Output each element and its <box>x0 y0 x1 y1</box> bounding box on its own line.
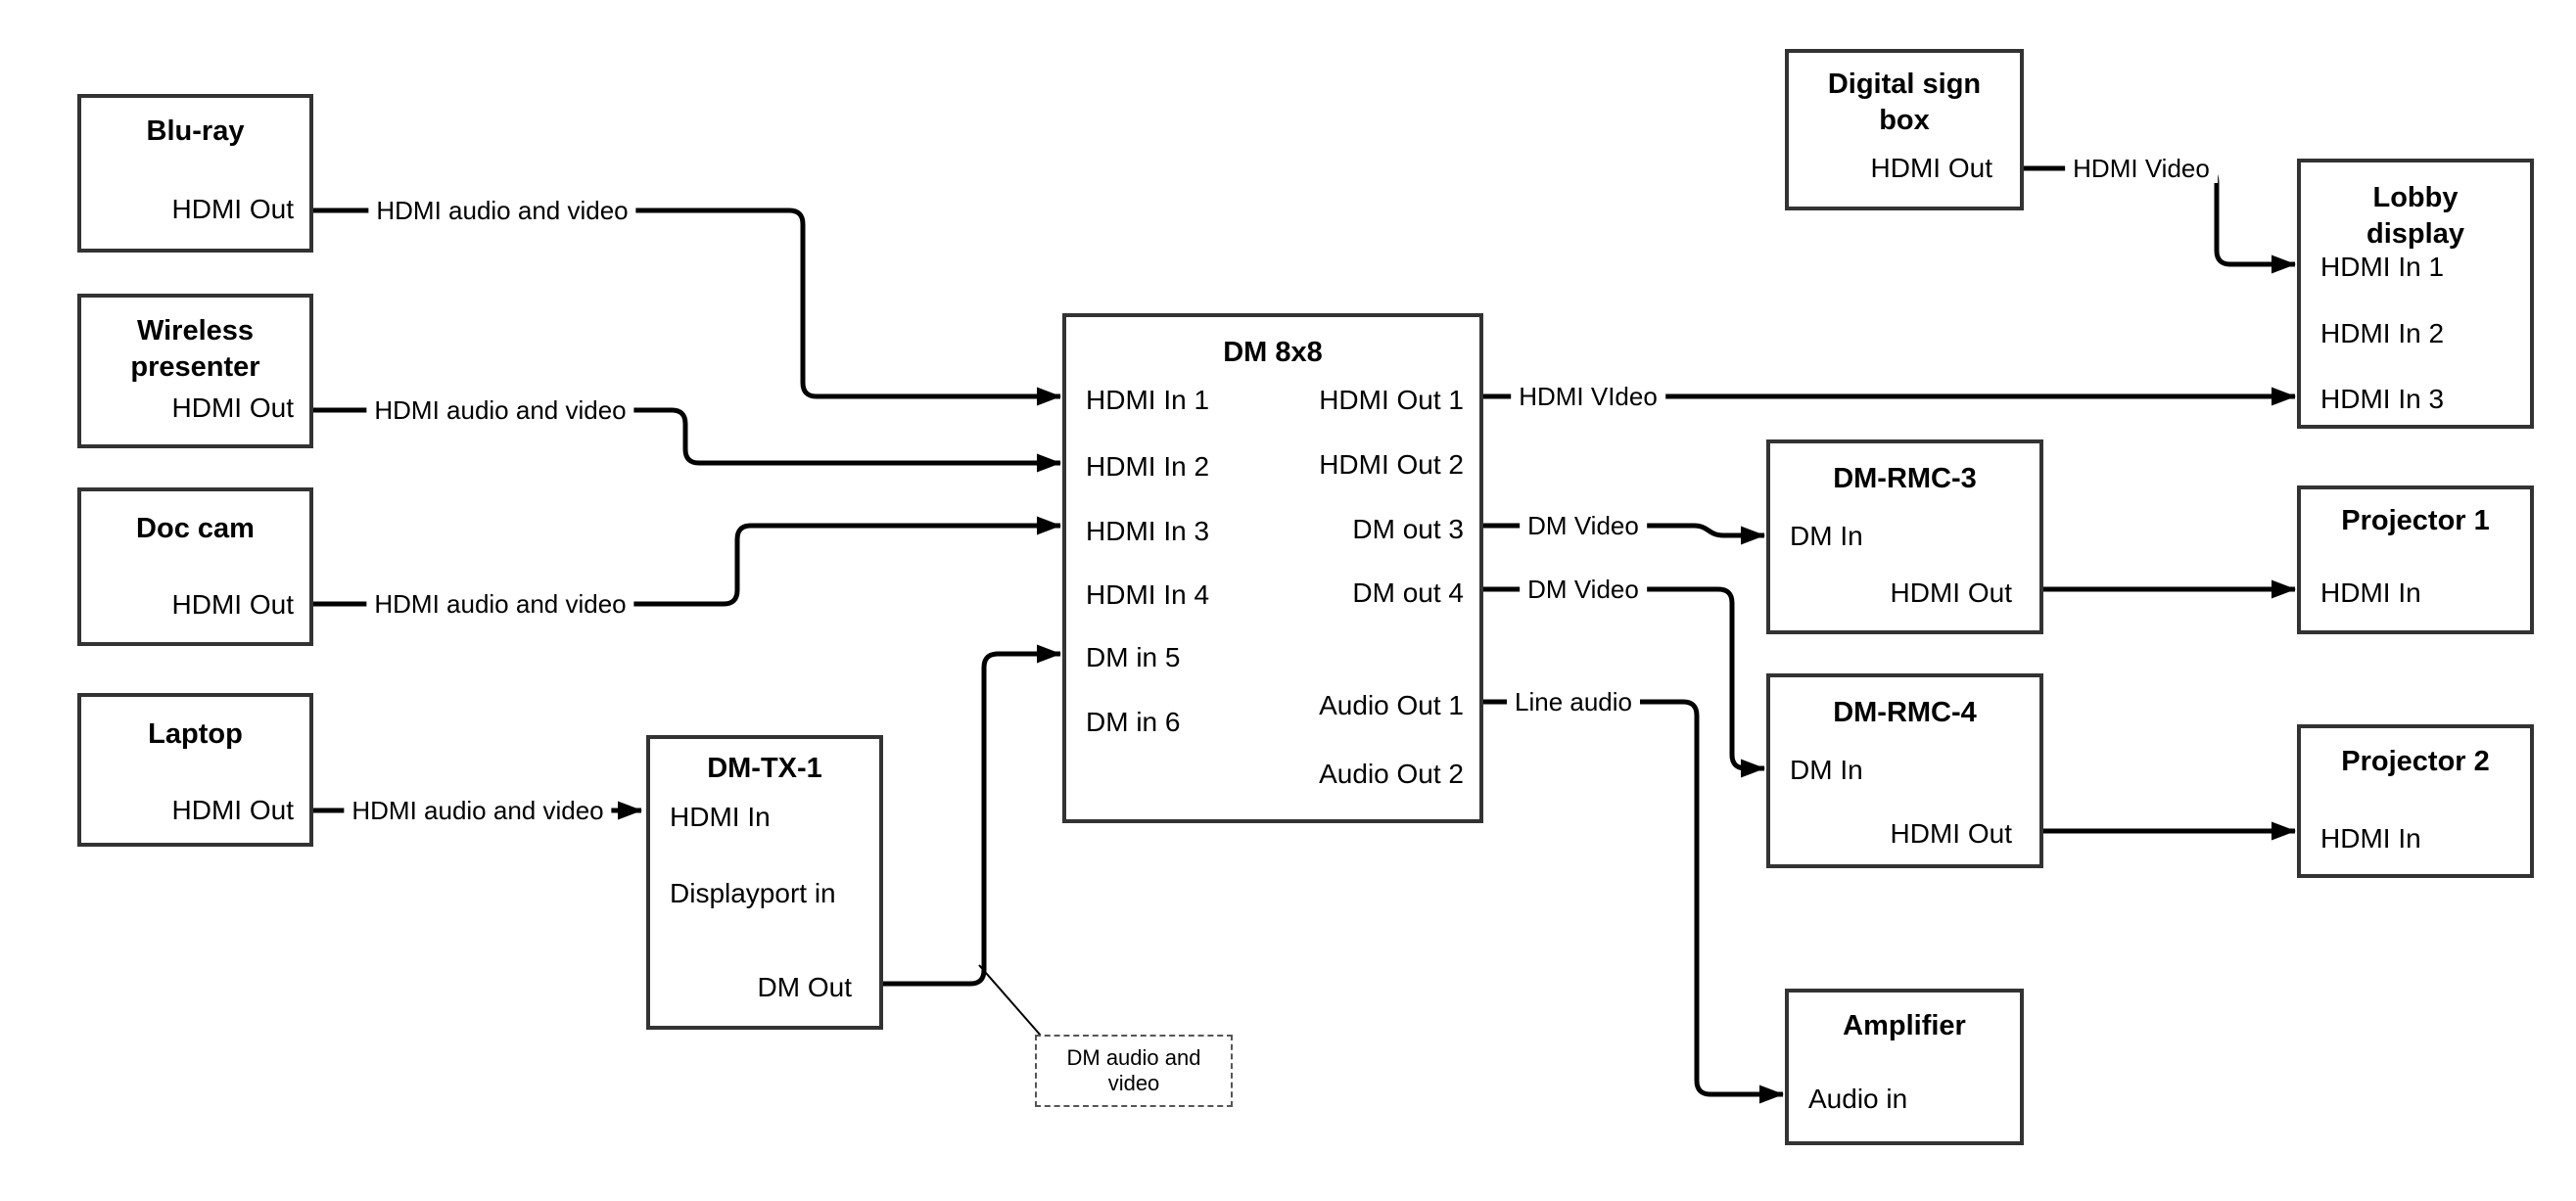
edge-label-dm-video-out4: DM Video <box>1520 575 1647 604</box>
port-dm8x8-dm-in-6: DM in 6 <box>1086 707 1181 737</box>
edge-label-laptop-hdmi-av: HDMI audio and video <box>344 796 612 825</box>
port-lobby-hdmi-in-2: HDMI In 2 <box>2320 318 2445 348</box>
port-bluray-hdmi-out: HDMI Out <box>171 194 294 224</box>
port-lobby-hdmi-in-1: HDMI In 1 <box>2320 252 2445 282</box>
node-amplifier-title: Amplifier <box>1843 1010 1966 1041</box>
annotation-text: DM audio and video <box>1066 1045 1201 1095</box>
port-amplifier-audio-in: Audio in <box>1808 1084 1908 1114</box>
edge-label-line-audio: Line audio <box>1507 687 1640 716</box>
node-laptop-title: Laptop <box>148 718 243 750</box>
port-signbox-hdmi-out: HDMI Out <box>1870 153 1992 183</box>
port-dm8x8-dm-out-4: DM out 4 <box>1352 577 1464 608</box>
node-projector-1: Projector 1 HDMI In <box>2297 485 2534 634</box>
edge-label-wireless-hdmi-av: HDMI audio and video <box>366 395 634 425</box>
annotation-dm-audio-video: DM audio and video <box>1035 1035 1233 1107</box>
node-projector-1-title: Projector 1 <box>2341 505 2490 536</box>
port-rmc4-dm-in: DM In <box>1790 755 1863 785</box>
connector-dm8x8-out4-to-rmc4 <box>1483 586 1765 778</box>
edge-label-hdmi-video-sign: HDMI Video <box>2065 154 2218 183</box>
port-wireless-hdmi-out: HDMI Out <box>171 393 294 423</box>
node-doc-cam: Doc cam HDMI Out <box>77 487 313 646</box>
port-rmc4-hdmi-out: HDMI Out <box>1890 818 2012 849</box>
port-dm8x8-dm-out-3: DM out 3 <box>1352 514 1464 544</box>
connector-audioout1-to-amplifier <box>1483 699 1784 1104</box>
node-laptop: Laptop HDMI Out <box>77 693 313 847</box>
port-doccam-hdmi-out: HDMI Out <box>171 589 294 620</box>
port-dmtx1-hdmi-in: HDMI In <box>670 802 771 832</box>
connector-dm8x8-out3-to-rmc3 <box>1483 523 1765 545</box>
node-projector-2-title: Projector 2 <box>2341 746 2490 777</box>
edge-label-bluray-hdmi-av: HDMI audio and video <box>368 196 636 225</box>
node-dm-tx-1: DM-TX-1 HDMI In Displayport in DM Out <box>646 735 883 1030</box>
node-dm-tx-1-title: DM-TX-1 <box>707 753 822 784</box>
port-dmtx1-displayport-in: Displayport in <box>670 878 836 908</box>
node-bluray-title: Blu-ray <box>146 115 245 147</box>
port-projector1-hdmi-in: HDMI In <box>2320 577 2421 608</box>
port-dm8x8-audio-out-1: Audio Out 1 <box>1319 690 1464 720</box>
port-projector2-hdmi-in: HDMI In <box>2320 823 2421 854</box>
connector-bluray-to-dm8x8-in1 <box>313 208 1061 406</box>
node-dm-8x8: DM 8x8 HDMI In 1 HDMI In 2 HDMI In 3 HDM… <box>1062 313 1483 823</box>
port-dm8x8-hdmi-in-3: HDMI In 3 <box>1086 516 1210 546</box>
edge-label-hdmi-video-out1: HDMI VIdeo <box>1511 382 1665 411</box>
port-dm8x8-dm-in-5: DM in 5 <box>1086 642 1181 672</box>
node-bluray: Blu-ray HDMI Out <box>77 94 313 253</box>
port-laptop-hdmi-out: HDMI Out <box>171 795 294 825</box>
port-dm8x8-audio-out-2: Audio Out 2 <box>1319 759 1464 789</box>
node-dm-rmc-4: DM-RMC-4 DM In HDMI Out <box>1766 673 2043 868</box>
node-digital-sign-box-title: Digital sign box <box>1827 69 1982 136</box>
node-lobby-display-title: Lobby display <box>2366 182 2464 250</box>
edge-label-doccam-hdmi-av: HDMI audio and video <box>366 589 634 619</box>
port-dm8x8-hdmi-out-1: HDMI Out 1 <box>1319 385 1464 415</box>
node-dm-rmc-4-title: DM-RMC-4 <box>1833 697 1977 728</box>
node-projector-2: Projector 2 HDMI In <box>2297 724 2534 878</box>
connector-wireless-to-dm8x8-in2 <box>313 407 1061 473</box>
node-lobby-display: Lobby display HDMI In 1 HDMI In 2 HDMI I… <box>2297 159 2534 429</box>
connector-doccam-to-dm8x8-in3 <box>313 516 1061 607</box>
node-doc-cam-title: Doc cam <box>136 513 255 544</box>
port-dm8x8-hdmi-in-1: HDMI In 1 <box>1086 385 1210 415</box>
annotation-leader-line <box>978 964 1042 1037</box>
port-dmtx1-dm-out: DM Out <box>757 972 852 1002</box>
node-wireless-presenter: Wireless presenter HDMI Out <box>77 294 313 448</box>
port-rmc3-hdmi-out: HDMI Out <box>1890 577 2012 608</box>
port-lobby-hdmi-in-3: HDMI In 3 <box>2320 384 2445 414</box>
node-amplifier: Amplifier Audio in <box>1785 989 2024 1145</box>
edge-label-dm-video-out3: DM Video <box>1520 511 1647 540</box>
node-dm-rmc-3: DM-RMC-3 DM In HDMI Out <box>1766 439 2043 634</box>
node-dm-8x8-title: DM 8x8 <box>1223 337 1323 368</box>
connector-dmtx1-to-dm8x8-in5 <box>883 644 1061 987</box>
port-dm8x8-hdmi-in-4: HDMI In 4 <box>1086 579 1210 610</box>
node-dm-rmc-3-title: DM-RMC-3 <box>1833 463 1977 494</box>
node-digital-sign-box: Digital sign box HDMI Out <box>1785 49 2024 210</box>
node-wireless-presenter-title: Wireless presenter <box>130 315 260 383</box>
port-dm8x8-hdmi-out-2: HDMI Out 2 <box>1319 449 1464 480</box>
port-rmc3-dm-in: DM In <box>1790 521 1863 551</box>
port-dm8x8-hdmi-in-2: HDMI In 2 <box>1086 451 1210 482</box>
